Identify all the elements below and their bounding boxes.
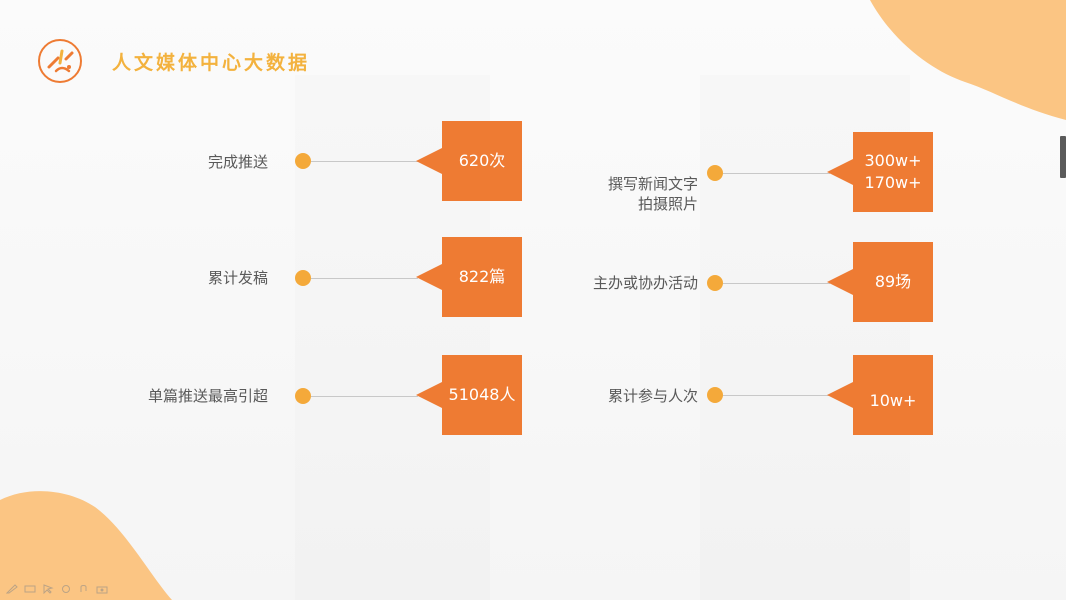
decorative-blob-bottom-left [0, 491, 172, 600]
connector-line [311, 396, 418, 397]
eraser-icon[interactable] [24, 584, 36, 594]
connector-line [723, 173, 830, 174]
presenter-toolbar [6, 584, 108, 594]
stat-value-line: 300w+ [864, 151, 922, 170]
stat-value-line: 170w+ [864, 173, 922, 192]
bullet-dot [707, 387, 723, 403]
connector-line [311, 161, 418, 162]
connector-line [311, 278, 418, 279]
decorative-blob-top-right [870, 0, 1066, 120]
stat-label: 单篇推送最高引超 [147, 387, 268, 405]
stat-label: 累计发稿 [207, 269, 268, 287]
stat-value-box: 10w+ [827, 355, 933, 435]
connector-line [723, 283, 830, 284]
stat-value: 51048人 [448, 385, 516, 404]
bullet-dot [295, 388, 311, 404]
stat-label: 撰写新闻文字 拍摄照片 [560, 132, 698, 214]
connector-line [723, 395, 830, 396]
bullet-dot [295, 153, 311, 169]
bullet-dot [295, 270, 311, 286]
stat-label-line: 拍摄照片 [637, 195, 698, 213]
stat-label: 累计参与人次 [607, 387, 698, 405]
pointer-icon[interactable] [42, 584, 54, 594]
stat-value-box: 89场 [827, 242, 933, 322]
stat-value: 10w+ [869, 391, 917, 410]
logo-icon [38, 39, 82, 83]
pen-icon[interactable] [6, 584, 18, 594]
stat-value-box: 300w+ 170w+ [827, 132, 933, 212]
stat-value-box: 822篇 [416, 237, 522, 317]
bullet-dot [707, 165, 723, 181]
laser-icon[interactable] [60, 584, 72, 594]
stat-label: 完成推送 [207, 153, 268, 171]
stat-label-line: 撰写新闻文字 [607, 175, 698, 193]
bullet-dot [707, 275, 723, 291]
stat-label: 主办或协办活动 [592, 274, 698, 292]
stat-value: 620次 [458, 151, 506, 170]
stat-value-box: 620次 [416, 121, 522, 201]
stat-value-box: 51048人 [416, 355, 522, 435]
clip-icon[interactable] [78, 584, 90, 594]
stat-value: 89场 [874, 272, 912, 291]
camera-icon[interactable] [96, 584, 108, 594]
slide-title: 人文媒体中心大数据 [112, 51, 311, 74]
stat-value: 822篇 [458, 267, 506, 286]
scrollbar-handle[interactable] [1060, 136, 1066, 178]
slide-header: 人文媒体中心大数据 [36, 36, 310, 86]
